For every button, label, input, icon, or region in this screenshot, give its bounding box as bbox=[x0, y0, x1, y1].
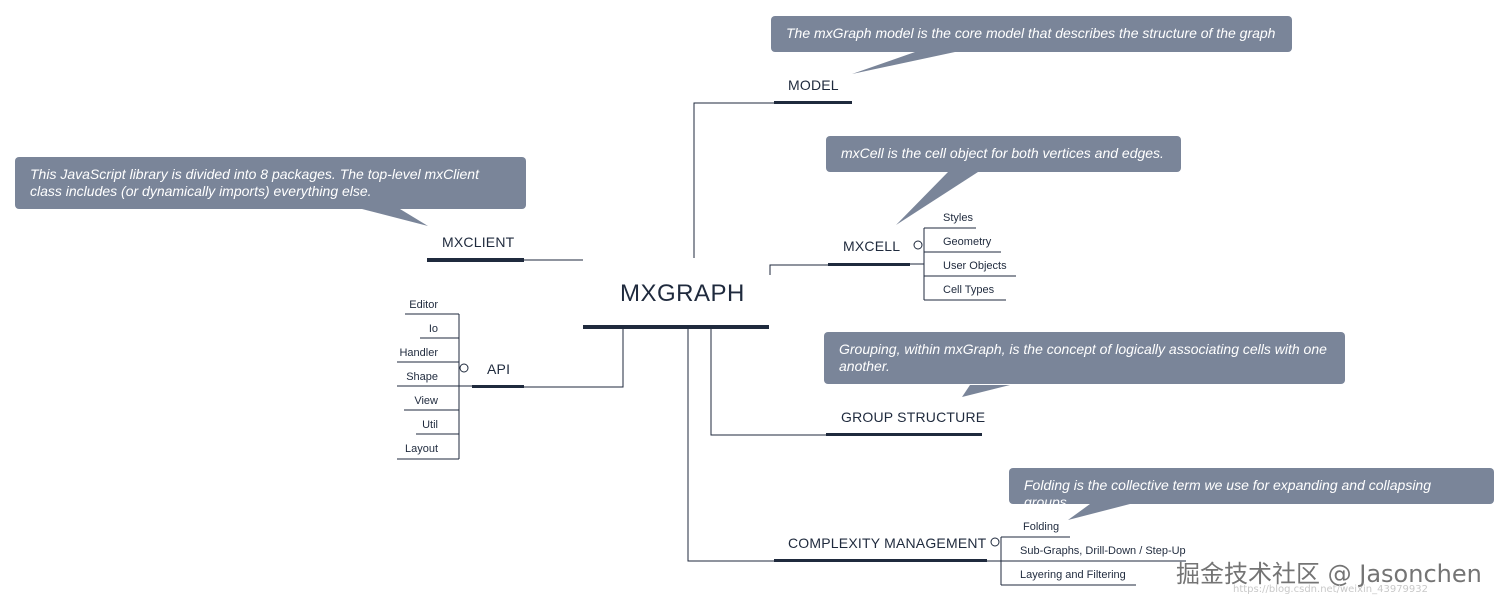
mxcell-collapse-icon[interactable] bbox=[913, 240, 923, 250]
topic-mxclient[interactable]: MXCLIENT bbox=[442, 234, 515, 250]
complexity-child-subgraphs[interactable]: Sub-Graphs, Drill-Down / Step-Up bbox=[1020, 545, 1186, 557]
mxclient-underline bbox=[427, 258, 524, 262]
complexity-underline bbox=[774, 559, 987, 562]
mxclient-callout-pointer bbox=[362, 209, 428, 226]
mxcell-child-geometry[interactable]: Geometry bbox=[943, 236, 992, 248]
root-underline bbox=[583, 325, 769, 329]
topic-api[interactable]: API bbox=[487, 361, 511, 377]
mxcell-child-user-objects[interactable]: User Objects bbox=[943, 260, 1007, 272]
folding-callout: Folding is the collective term we use fo… bbox=[1009, 468, 1494, 510]
model-callout: The mxGraph model is the core model that… bbox=[771, 16, 1292, 52]
model-connector bbox=[693, 102, 774, 258]
root-title[interactable]: MXGRAPH bbox=[620, 280, 745, 307]
topic-model[interactable]: MODEL bbox=[788, 77, 839, 93]
mxcell-children-connectors bbox=[910, 227, 1016, 301]
mxcell-callout-pointer bbox=[896, 172, 978, 225]
api-children-connectors bbox=[397, 313, 472, 460]
mxclient-callout: This JavaScript library is divided into … bbox=[15, 157, 526, 209]
api-child-layout[interactable]: Layout bbox=[404, 443, 438, 455]
topic-complexity-management[interactable]: COMPLEXITY MANAGEMENT bbox=[788, 535, 987, 551]
mxcell-underline bbox=[828, 263, 910, 266]
mxcell-callout: mxCell is the cell object for both verti… bbox=[826, 136, 1181, 172]
api-child-io[interactable]: Io bbox=[428, 323, 438, 335]
complexity-collapse-icon[interactable] bbox=[990, 537, 1000, 547]
api-child-shape[interactable]: Shape bbox=[406, 371, 438, 383]
group-callout: Grouping, within mxGraph, is the concept… bbox=[824, 332, 1345, 384]
mxcell-child-styles[interactable]: Styles bbox=[943, 212, 973, 224]
mxcell-child-cell-types[interactable]: Cell Types bbox=[943, 284, 995, 296]
api-connector bbox=[524, 329, 624, 388]
watermark: 掘金技术社区 @ Jasonchen bbox=[1176, 560, 1482, 588]
topic-mxcell[interactable]: MXCELL bbox=[843, 238, 901, 254]
watermark-url: https://blog.csdn.net/weixin_43979932 bbox=[1233, 584, 1429, 595]
model-underline bbox=[774, 101, 852, 104]
complexity-connector bbox=[687, 329, 774, 562]
api-child-view[interactable]: View bbox=[414, 395, 438, 407]
complexity-children-connectors bbox=[987, 536, 1186, 586]
api-child-editor[interactable]: Editor bbox=[409, 299, 438, 311]
api-child-handler[interactable]: Handler bbox=[399, 347, 438, 359]
complexity-child-folding[interactable]: Folding bbox=[1023, 521, 1060, 533]
api-child-util[interactable]: Util bbox=[422, 419, 438, 431]
group-underline bbox=[826, 433, 982, 436]
folding-callout-pointer bbox=[1068, 504, 1130, 520]
group-callout-pointer bbox=[962, 385, 1010, 397]
api-collapse-icon[interactable] bbox=[459, 363, 469, 373]
model-callout-pointer bbox=[852, 52, 955, 74]
group-connector bbox=[710, 329, 826, 436]
mxcell-connector bbox=[769, 264, 828, 275]
api-underline bbox=[472, 385, 524, 388]
complexity-child-layering[interactable]: Layering and Filtering bbox=[1020, 569, 1126, 581]
topic-group-structure[interactable]: GROUP STRUCTURE bbox=[841, 409, 986, 425]
